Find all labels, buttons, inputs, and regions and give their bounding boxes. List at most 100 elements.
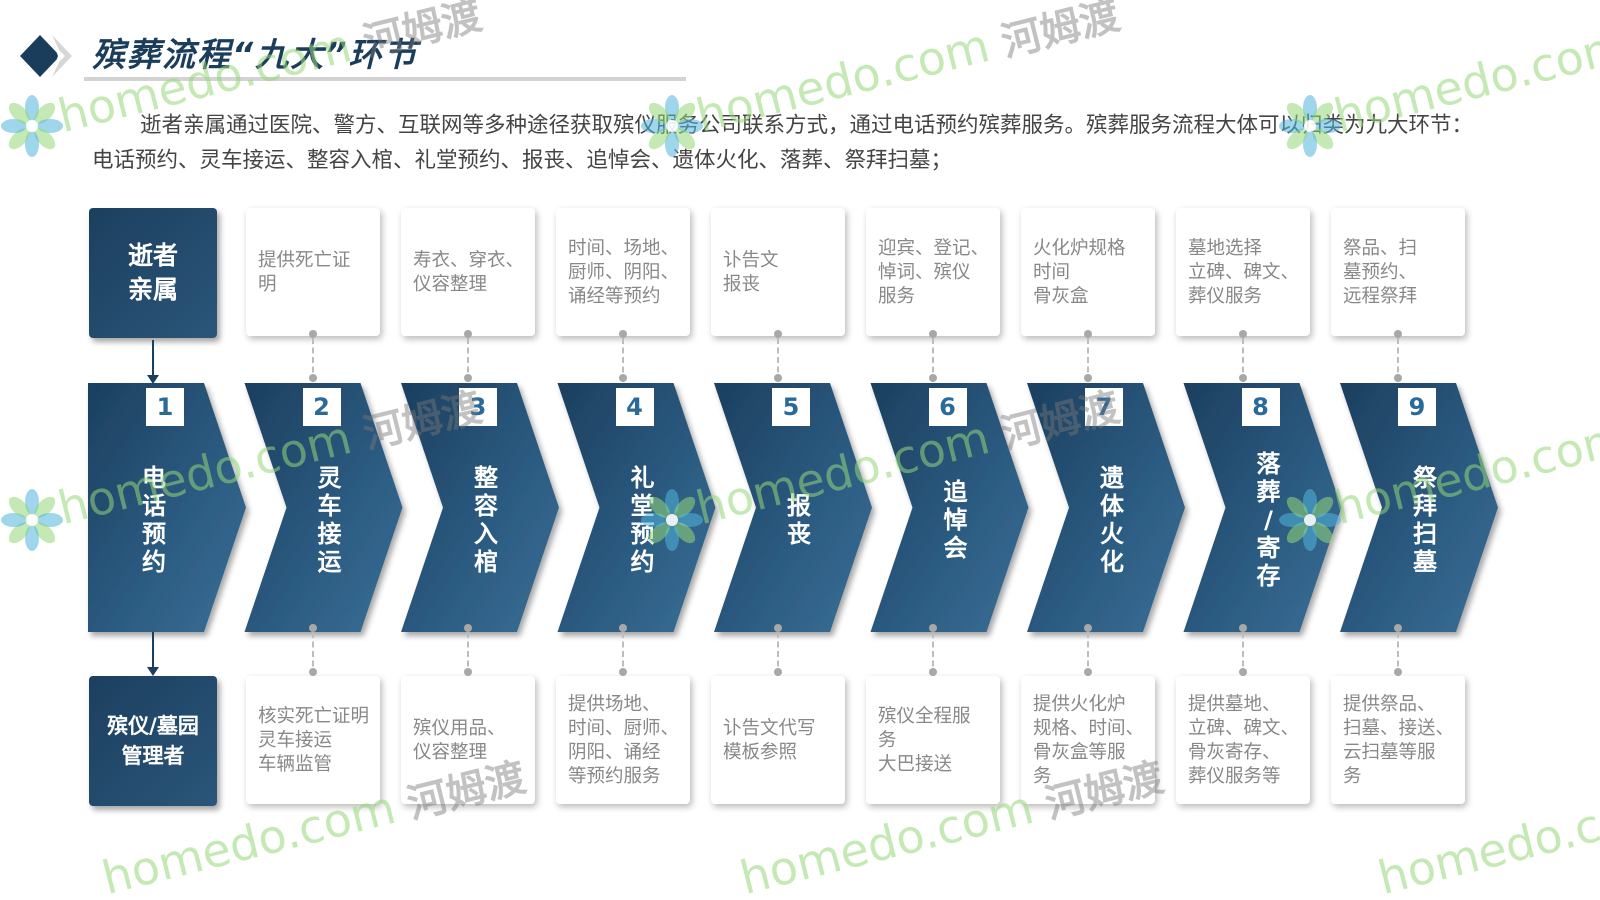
arrow-down-bottom bbox=[147, 632, 159, 676]
top-card-7: 火化炉规格 时间 骨灰盒 bbox=[1021, 208, 1155, 336]
connector-dot bbox=[1394, 668, 1402, 676]
step-label-3: 整 容 入 棺 bbox=[474, 463, 498, 576]
connector-line bbox=[312, 338, 314, 382]
connector-dot bbox=[619, 330, 627, 338]
bottom-card-4: 提供场地、 时间、厨师、 阴阳、诵经 等预约服务 bbox=[556, 676, 690, 804]
side-box-relatives-label: 逝者 亲属 bbox=[127, 241, 178, 304]
top-card-5: 讣告文 报丧 bbox=[711, 208, 845, 336]
connector-dot bbox=[309, 624, 317, 632]
connector-dot bbox=[309, 330, 317, 338]
step-chevron-3 bbox=[401, 383, 559, 632]
connector-line bbox=[1242, 632, 1244, 676]
top-card-9: 祭品、扫 墓预约、 远程祭拜 bbox=[1331, 208, 1465, 336]
connector-line bbox=[932, 338, 934, 382]
step-number-6: 6 bbox=[928, 388, 967, 426]
step-chevron-6 bbox=[870, 383, 1029, 632]
connector-dot bbox=[929, 330, 937, 338]
step-chevron-9 bbox=[1340, 383, 1498, 632]
connector-line bbox=[622, 338, 624, 382]
bottom-card-text-5: 讣告文代写 模板参照 bbox=[723, 718, 816, 763]
step-number-3: 3 bbox=[459, 388, 497, 426]
top-card-text-9: 祭品、扫 墓预约、 远程祭拜 bbox=[1343, 238, 1418, 307]
connector-dot bbox=[619, 624, 627, 632]
connector-line bbox=[312, 632, 314, 676]
bottom-card-text-8: 提供墓地、 立碑、碑文、 骨灰寄存、 葬仪服务等 bbox=[1188, 694, 1300, 787]
side-box-relatives: 逝者 亲属 bbox=[89, 208, 217, 338]
connector-line bbox=[1087, 338, 1089, 382]
top-card-2: 提供死亡证 明 bbox=[246, 208, 380, 336]
step-label-6: 追 悼 会 bbox=[943, 477, 968, 562]
connector-dot bbox=[1239, 624, 1247, 632]
connector-dot bbox=[1239, 668, 1247, 676]
connector-dot bbox=[774, 624, 782, 632]
connector-dot bbox=[774, 330, 782, 338]
top-card-text-7: 火化炉规格 时间 骨灰盒 bbox=[1033, 238, 1126, 307]
bottom-card-text-4: 提供场地、 时间、厨师、 阴阳、诵经 等预约服务 bbox=[568, 694, 680, 787]
step-chevron-2 bbox=[244, 383, 403, 632]
top-card-text-2: 提供死亡证 明 bbox=[258, 250, 351, 295]
connector-line bbox=[1397, 632, 1399, 676]
bottom-card-text-2: 核实死亡证明 灵车接运 车辆监管 bbox=[258, 706, 370, 775]
arrow-down-top bbox=[147, 340, 159, 384]
step-chevron-1 bbox=[88, 383, 246, 632]
connector-dot bbox=[929, 624, 937, 632]
bottom-card-2: 核实死亡证明 灵车接运 车辆监管 bbox=[246, 676, 380, 804]
connector-dot bbox=[929, 374, 937, 382]
title-diamond-icon bbox=[20, 35, 72, 77]
connector-dot bbox=[774, 668, 782, 676]
top-card-text-4: 时间、场地、 厨师、阴阳、 诵经等预约 bbox=[568, 238, 680, 307]
step-number-5: 5 bbox=[772, 388, 810, 426]
step-number-1: 1 bbox=[146, 388, 184, 426]
connector-dot bbox=[1084, 668, 1092, 676]
top-card-8: 墓地选择 立碑、碑文、 葬仪服务 bbox=[1176, 208, 1310, 336]
top-card-4: 时间、场地、 厨师、阴阳、 诵经等预约 bbox=[556, 208, 690, 336]
connector-dot bbox=[619, 668, 627, 676]
connector-dot bbox=[1084, 330, 1092, 338]
step-label-8: 落 葬 / 寄 存 bbox=[1256, 449, 1281, 590]
step-chevron-7 bbox=[1027, 383, 1185, 632]
step-number-7: 7 bbox=[1085, 388, 1123, 426]
intro-paragraph: 逝者亲属通过医院、警方、互联网等多种途径获取殡仪服务公司联系方式，通过电话预约殡… bbox=[92, 113, 1474, 173]
bottom-card-5: 讣告文代写 模板参照 bbox=[711, 676, 845, 804]
connector-dot bbox=[1394, 624, 1402, 632]
bottom-card-text-7: 提供火化炉 规格、时间、 骨灰盒等服 务 bbox=[1033, 694, 1145, 787]
connector-line bbox=[622, 632, 624, 676]
step-number-2: 2 bbox=[302, 388, 341, 426]
connector-dot bbox=[619, 374, 627, 382]
step-number-9: 9 bbox=[1398, 388, 1436, 426]
connector-line bbox=[1397, 338, 1399, 382]
connector-line bbox=[932, 632, 934, 676]
connector-line bbox=[1242, 338, 1244, 382]
bottom-card-8: 提供墓地、 立碑、碑文、 骨灰寄存、 葬仪服务等 bbox=[1176, 676, 1310, 804]
connector-dot bbox=[309, 668, 317, 676]
bottom-card-3: 殡仪用品、 仪容整理 bbox=[401, 676, 535, 804]
step-label-4: 礼 堂 预 约 bbox=[630, 463, 655, 576]
connector-line bbox=[1087, 632, 1089, 676]
step-label-5: 报 丧 bbox=[787, 491, 811, 548]
connector-dot bbox=[1084, 624, 1092, 632]
top-card-text-5: 讣告文 报丧 bbox=[723, 250, 779, 295]
title-underline bbox=[84, 77, 686, 81]
bottom-card-text-3: 殡仪用品、 仪容整理 bbox=[413, 718, 506, 763]
top-card-text-3: 寿衣、穿衣、 仪容整理 bbox=[413, 250, 525, 295]
step-chevron-5 bbox=[714, 383, 872, 632]
step-label-2: 灵 车 接 运 bbox=[317, 463, 342, 576]
top-card-text-6: 迎宾、登记、 悼词、殡仪 服务 bbox=[878, 238, 990, 307]
connector-dot bbox=[464, 624, 472, 632]
connector-line bbox=[467, 338, 469, 382]
bottom-card-9: 提供祭品、 扫墓、接送、 云扫墓等服 务 bbox=[1331, 676, 1465, 804]
step-chevron-4 bbox=[557, 383, 716, 632]
step-label-9: 祭 拜 扫 墓 bbox=[1413, 463, 1437, 576]
bottom-card-text-9: 提供祭品、 扫墓、接送、 云扫墓等服 务 bbox=[1343, 694, 1455, 787]
top-card-3: 寿衣、穿衣、 仪容整理 bbox=[401, 208, 535, 336]
connector-line bbox=[777, 632, 779, 676]
bottom-card-7: 提供火化炉 规格、时间、 骨灰盒等服 务 bbox=[1021, 676, 1155, 804]
connector-dot bbox=[309, 374, 317, 382]
connector-dot bbox=[1084, 374, 1092, 382]
bottom-card-text-6: 殡仪全程服 务 大巴接送 bbox=[878, 706, 971, 775]
step-label-1: 电 话 预 约 bbox=[142, 463, 166, 576]
page-title: 殡葬流程“九大”环节 bbox=[92, 35, 419, 74]
side-box-managers: 殡仪/墓园 管理者 bbox=[89, 676, 217, 806]
connector-dot bbox=[464, 374, 472, 382]
